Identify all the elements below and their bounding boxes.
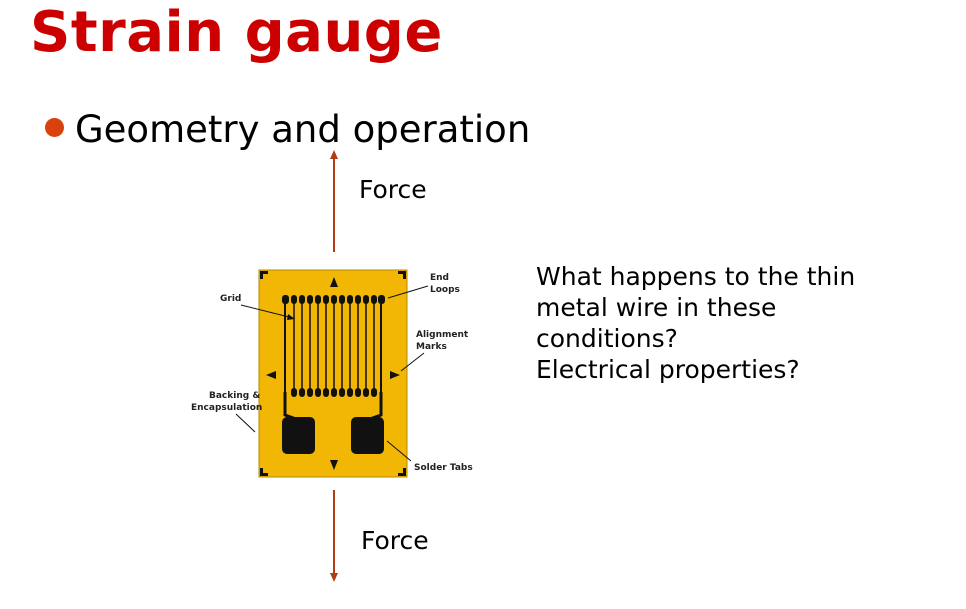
solder-tabs [282,417,384,454]
force-label-top: Force [359,175,427,204]
callout-backing: Backing & Encapsulation [191,391,262,433]
question-line: Electrical properties? [536,355,800,384]
slide-title: Strain gauge [30,0,443,65]
question-text: What happens to the thin metal wire in t… [536,261,855,385]
bullet-text: Geometry and operation [75,108,531,151]
alignment-marks [266,277,400,470]
callout-grid: Grid [220,294,295,320]
force-arrow-down [330,490,338,582]
callout-end-loops: End Loops [387,273,460,299]
end-loops [282,295,385,397]
gauge-grid [284,300,382,392]
callout-solder-tabs: Solder Tabs [386,440,473,473]
bullet-icon [45,118,64,137]
label-solder-tabs: Solder Tabs [414,463,473,473]
label-alignment-2: Marks [416,342,447,352]
question-line: conditions? [536,324,678,353]
label-backing-1: Backing & [209,391,260,401]
question-line: metal wire in these [536,293,777,322]
question-line: What happens to the thin [536,262,856,291]
label-alignment-1: Alignment [416,330,469,340]
label-end-loops-1: End [430,273,449,283]
corner-marks [260,271,406,476]
label-end-loops-2: Loops [430,285,460,295]
callout-alignment: Alignment Marks [400,330,469,372]
force-label-bottom: Force [361,526,429,555]
label-grid: Grid [220,294,241,304]
label-backing-2: Encapsulation [191,403,262,413]
force-arrow-up [330,150,338,252]
